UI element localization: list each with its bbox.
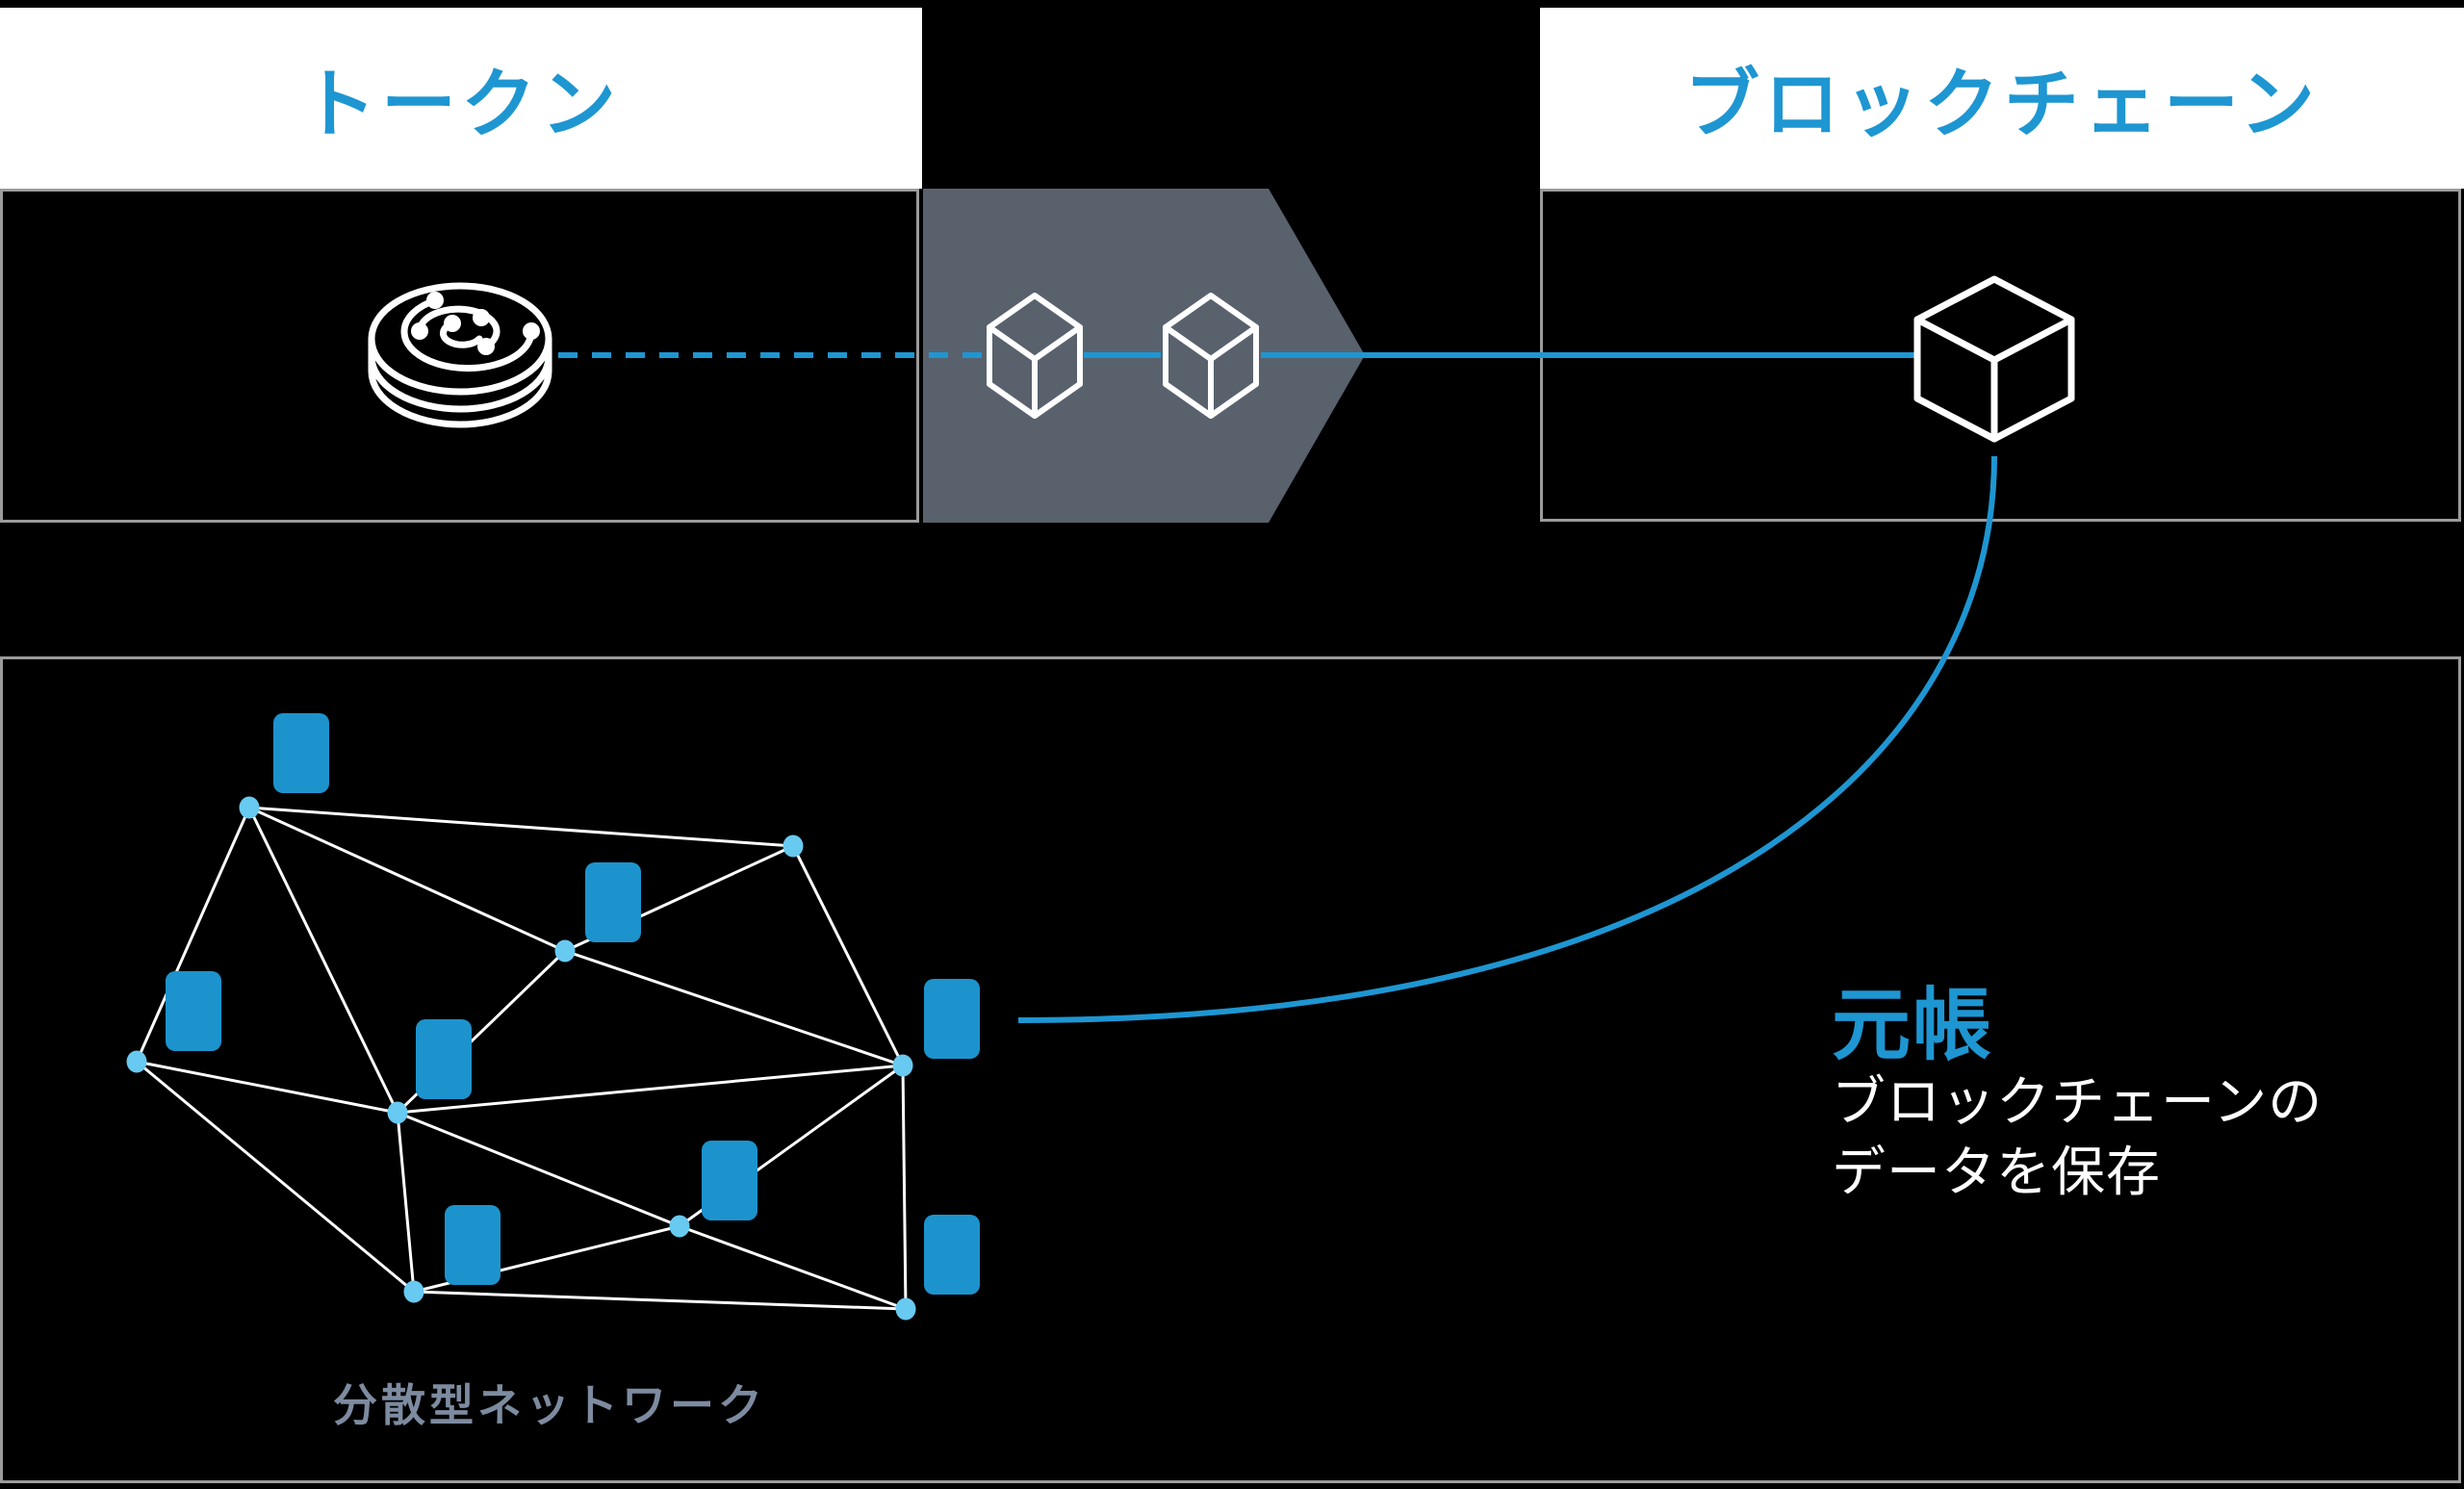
network-edge — [248, 806, 794, 848]
network-node — [669, 1215, 690, 1238]
network-edge — [791, 845, 905, 1066]
ledger-copy-icon — [702, 1141, 757, 1220]
ledger-title: 元帳 — [1832, 982, 1994, 1069]
network-edge — [413, 1290, 907, 1311]
network-node — [892, 1054, 913, 1077]
ledger-copy-icon — [416, 1019, 472, 1099]
network-node — [126, 1050, 147, 1073]
network-node — [387, 1101, 408, 1124]
network-caption: 分散型ネットワーク — [333, 1380, 766, 1430]
distributed-network — [126, 713, 980, 1321]
network-node — [239, 796, 260, 819]
network-node — [403, 1280, 424, 1303]
ledger-copy-icon — [273, 713, 329, 793]
network-edge — [248, 806, 566, 953]
network-node — [895, 1297, 916, 1321]
ledger-copy-icon — [166, 971, 221, 1051]
ledger-copy-icon — [924, 1215, 980, 1295]
network-edge — [397, 1064, 904, 1115]
network-edge — [679, 1224, 907, 1311]
ledger-copy-icon — [445, 1205, 500, 1285]
network-edge — [135, 807, 251, 1063]
blockchain-heading: ブロックチェーン — [1683, 62, 2321, 146]
token-heading: トークン — [300, 62, 621, 146]
network-edge — [901, 1065, 908, 1310]
block-cube-icon-1 — [987, 293, 1083, 419]
network-edge — [136, 1060, 398, 1115]
ledger-copy-icon — [924, 979, 980, 1059]
network-edge — [564, 949, 904, 1067]
cube-to-ledger-curve — [1017, 455, 1997, 1023]
network-node — [554, 939, 576, 963]
network-edge — [247, 807, 399, 1114]
network-node — [783, 834, 804, 858]
blockchain-cube-icon — [1913, 275, 2075, 443]
ledger-description-line1: ブロックチェーンの — [1832, 1071, 2323, 1132]
block-cube-icon-2 — [1163, 293, 1259, 419]
blockchain-heading-band: ブロックチェーン — [1540, 8, 2464, 189]
network-panel — [0, 656, 2461, 1483]
network-edge — [136, 1060, 415, 1294]
network-edge — [396, 1112, 416, 1293]
token-coin-icon — [368, 282, 552, 428]
token-heading-band: トークン — [0, 8, 922, 189]
network-edge — [397, 1111, 680, 1228]
ledger-description: ブロックチェーンの データを保存 — [1832, 1066, 2323, 1207]
ledger-copy-icon — [585, 862, 641, 942]
ledger-description-line2: データを保存 — [1832, 1142, 2161, 1202]
